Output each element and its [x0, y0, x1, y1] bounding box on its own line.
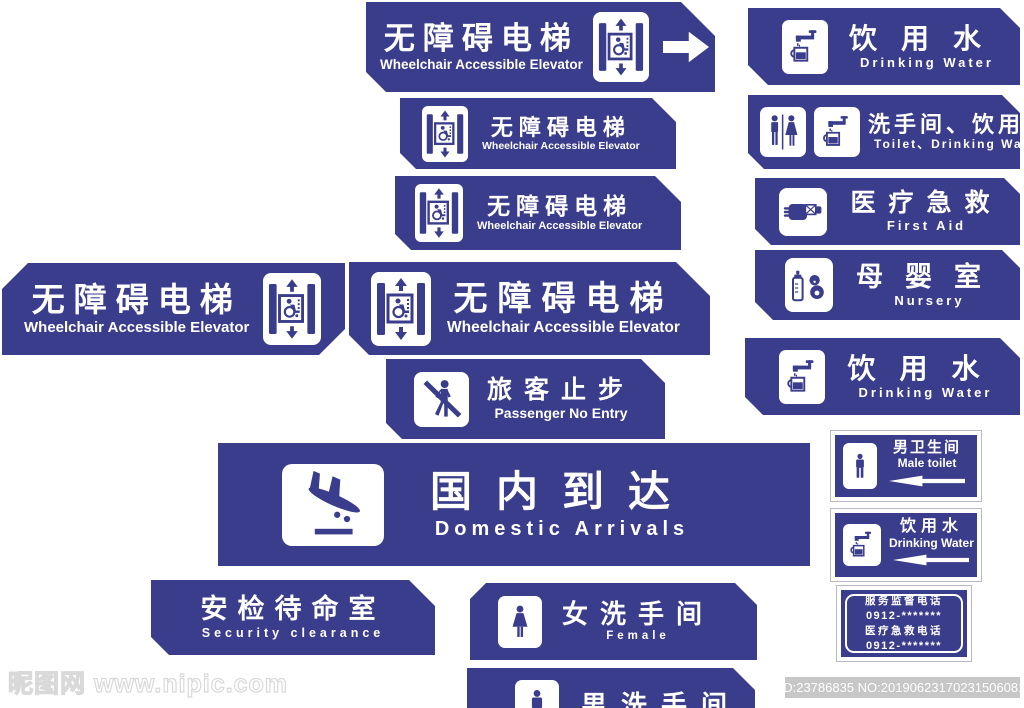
sign-wheelchair-elevator-big-center: 无障碍电梯 Wheelchair Accessible Elevator [349, 262, 710, 355]
sign-title-cn: 无障碍电梯 [453, 279, 674, 318]
elevator-icon [593, 12, 649, 82]
sign-title-cn: 无障碍电梯 [487, 193, 633, 220]
right-arrow-icon [663, 27, 709, 67]
sign-drinking-water-1: 饮用水 Drinking Water [748, 8, 1020, 85]
sign-title-en: Domestic Arrivals [434, 517, 690, 540]
sign-title-cn: 洗手间、饮用水 [868, 112, 1024, 138]
sign-text: 洗手间、饮用水 Toilet、Drinking Water [868, 112, 1024, 152]
plaque-male-toilet: 男卫生间 Male toilet [830, 430, 982, 502]
first-aid-phone-number: 0912-******* [865, 639, 943, 652]
toilet-icon [760, 107, 806, 157]
elevator-icon [371, 272, 431, 346]
sign-title-cn: 安检待命室 [200, 594, 386, 625]
faucet-icon [814, 107, 860, 157]
sign-female-washroom: 女洗手间 Female [470, 583, 757, 660]
faucet-icon [843, 524, 881, 566]
sign-security-clearance: 安检待命室 Security clearance [151, 580, 435, 655]
elevator-icon [415, 184, 463, 242]
sign-title-en: Wheelchair Accessible Elevator [482, 139, 640, 152]
sign-text: 男洗手间 [581, 691, 741, 708]
sign-first-aid: 医疗急救 First Aid [755, 178, 1020, 245]
sign-wheelchair-elevator-3: 无障碍电梯 Wheelchair Accessible Elevator [395, 176, 681, 250]
arriving-plane-icon [282, 463, 384, 546]
sign-text: 无障碍电梯 Wheelchair Accessible Elevator [447, 280, 680, 338]
sign-title-cn: 饮用水 [847, 352, 1004, 384]
faucet-icon [779, 350, 825, 404]
sign-title-en: Wheelchair Accessible Elevator [24, 318, 250, 336]
sign-title-en: First Aid [886, 218, 967, 234]
woman-icon [498, 596, 542, 648]
sign-drinking-water-2: 饮用水 Drinking Water [745, 338, 1020, 415]
elevator-icon [263, 273, 321, 345]
sign-title-cn: 国内到达 [430, 468, 695, 516]
image-id-bar: ID:23786835 NO:20190623170231506081 [780, 677, 1024, 698]
sign-title-en: Drinking Water [860, 54, 994, 70]
sign-title-cn: 饮用水 [899, 517, 963, 535]
plaque-drinking-water: 饮用水 Drinking Water [830, 508, 982, 582]
sign-text: 无障碍电梯 Wheelchair Accessible Elevator [482, 115, 640, 153]
sign-title-en: Toilet、Drinking Water [874, 137, 1023, 152]
sign-text: 无障碍电梯 Wheelchair Accessible Elevator [477, 193, 642, 233]
phone-board-text: 服务监督电话 0912-******* 医疗急救电话 0912-******* [845, 594, 963, 653]
sign-text: 女洗手间 Female [562, 600, 714, 644]
sign-nursery: 母婴室 Nursery [755, 250, 1020, 320]
sign-title-cn: 饮用水 [848, 22, 1005, 54]
plaque-service-phones: 服务监督电话 0912-******* 医疗急救电话 0912-******* [836, 585, 972, 662]
sign-text: 旅客止步 Passenger No Entry [487, 376, 635, 422]
first-aid-phone-label: 医疗急救电话 [865, 624, 943, 637]
sign-passenger-no-entry: 旅客止步 Passenger No Entry [386, 359, 665, 439]
sign-title-en: Wheelchair Accessible Elevator [477, 219, 643, 232]
service-phone-number: 0912-******* [865, 609, 943, 622]
sign-toilet-drinking-water: 洗手间、饮用水 Toilet、Drinking Water [748, 95, 1020, 169]
sign-title-en: Female [606, 629, 670, 642]
sign-text: 饮用水 Drinking Water [831, 353, 1020, 401]
sign-title-cn: 旅客止步 [487, 376, 636, 405]
sign-text: 无障碍电梯 Wheelchair Accessible Elevator [380, 21, 583, 73]
sign-title-cn: 医疗急救 [850, 189, 1003, 218]
sign-title-en: Male toilet [897, 456, 957, 471]
sign-wheelchair-elevator-big-left: 无障碍电梯 Wheelchair Accessible Elevator [2, 263, 345, 355]
sign-title-en: Nursery [894, 292, 965, 308]
sign-title-en: Security clearance [201, 625, 385, 640]
sign-text: 无障碍电梯 Wheelchair Accessible Elevator [24, 281, 249, 337]
left-arrow-icon [889, 474, 965, 488]
sign-text: 饮用水 Drinking Water [889, 518, 974, 573]
baby-bottle-icon [785, 258, 833, 312]
sign-title-cn: 男洗手间 [581, 690, 742, 708]
sign-text: 男卫生间 Male toilet [885, 439, 969, 493]
man-icon [515, 680, 559, 708]
sign-text: 医疗急救 First Aid [833, 189, 1020, 233]
sign-title-cn: 无障碍电梯 [383, 21, 579, 57]
sign-title-en: Drinking Water [889, 536, 974, 550]
sign-title-cn: 无障碍电梯 [490, 114, 631, 140]
sign-title-cn: 无障碍电梯 [31, 281, 242, 319]
sign-title-cn: 母婴室 [856, 261, 1003, 292]
sign-title-cn: 女洗手间 [562, 598, 715, 629]
left-arrow-icon [893, 553, 969, 567]
sign-title-en: Wheelchair Accessible Elevator [447, 318, 680, 336]
watermark: 昵图网 www.nipic.com [7, 664, 289, 700]
watermark-site-url: www.nipic.com [93, 669, 289, 698]
sign-wheelchair-elevator-2: 无障碍电梯 Wheelchair Accessible Elevator [400, 98, 676, 169]
watermark-site-name: 昵图网 [7, 669, 87, 698]
first-aid-hand-icon [779, 188, 827, 236]
faucet-icon [782, 20, 828, 74]
sign-domestic-arrivals: 国内到达 Domestic Arrivals [218, 443, 810, 566]
sign-text: 饮用水 Drinking Water [834, 23, 1020, 71]
sign-title-cn: 男卫生间 [892, 439, 961, 457]
man-icon [843, 443, 877, 489]
sign-text: 母婴室 Nursery [839, 262, 1020, 309]
sign-male-washroom: 男洗手间 [467, 668, 755, 708]
sign-title-en: Wheelchair Accessible Elevator [380, 56, 583, 72]
sign-wheelchair-elevator-top: 无障碍电梯 Wheelchair Accessible Elevator [366, 2, 715, 92]
sign-title-en: Drinking Water [858, 384, 993, 400]
sign-text: 安检待命室 Security clearance [201, 594, 386, 640]
elevator-icon [422, 106, 468, 162]
service-phone-label: 服务监督电话 [865, 594, 943, 607]
sign-text: 国内到达 Domestic Arrivals [430, 468, 694, 540]
no-entry-icon [414, 372, 469, 427]
sign-title-en: Passenger No Entry [494, 404, 628, 421]
